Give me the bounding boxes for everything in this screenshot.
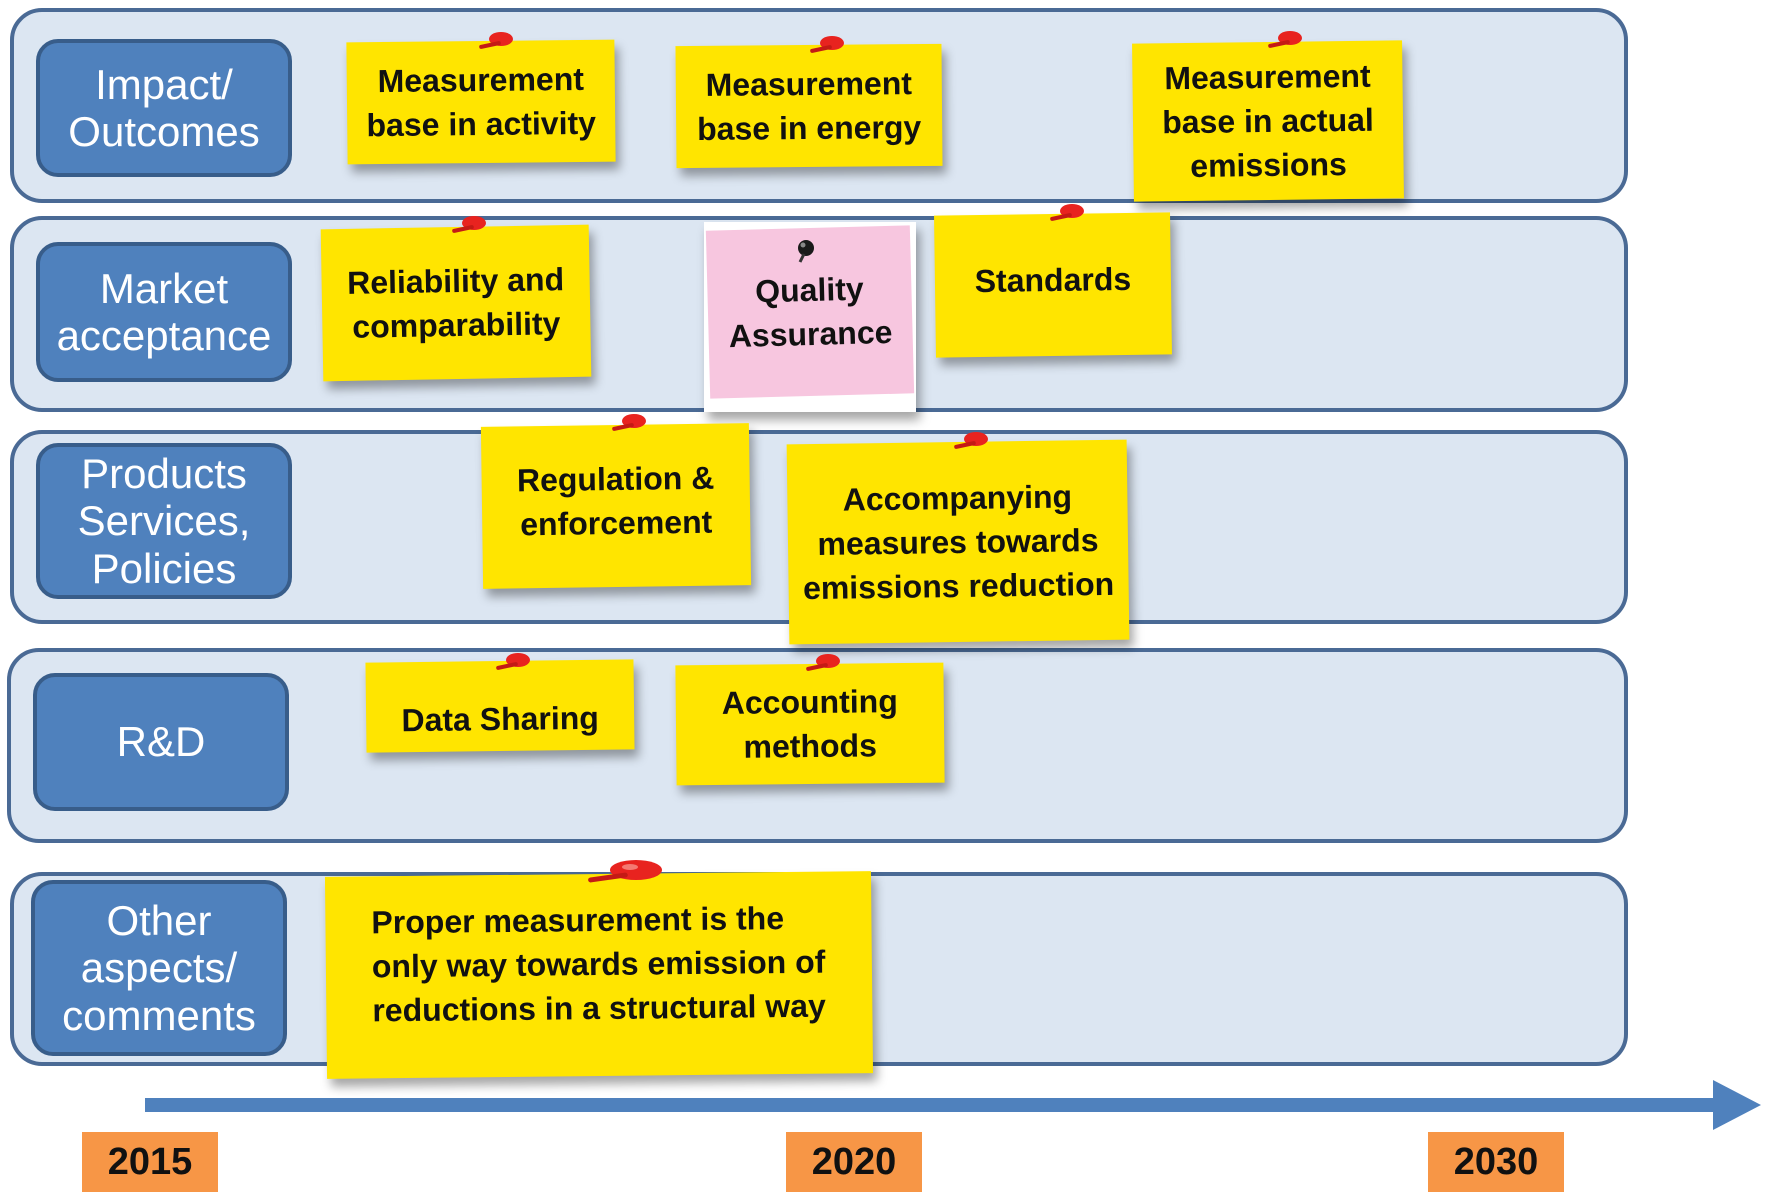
note-proper-measurement: Proper measurement is the only way towar… bbox=[324, 871, 874, 1079]
pushpin-icon bbox=[1268, 31, 1302, 48]
pushpin-icon bbox=[479, 32, 513, 49]
lane-label-rnd: R&D bbox=[33, 673, 289, 811]
note-measurement-base-emissions: Measurement base in actual emissions bbox=[1132, 40, 1404, 202]
note-accounting-methods: Accounting methods bbox=[675, 662, 945, 786]
note-data-sharing: Data Sharing bbox=[365, 659, 635, 753]
year-label-2015: 2015 bbox=[82, 1132, 218, 1192]
note-accompanying-measures: Accompanying measures towards emissions … bbox=[786, 439, 1130, 645]
note-standards: Standards bbox=[934, 212, 1172, 358]
pushpin-icon bbox=[496, 653, 530, 670]
note-measurement-base-energy: Measurement base in energy bbox=[675, 43, 943, 169]
black-pushpin-icon bbox=[798, 240, 814, 263]
note-reliability-comparability: Reliability and comparability bbox=[320, 224, 592, 382]
pushpin-icon bbox=[588, 860, 662, 883]
pushpin-icon bbox=[452, 216, 486, 233]
pushpin-icon bbox=[810, 36, 844, 53]
lane-label-impact-outcomes: Impact/ Outcomes bbox=[36, 39, 292, 177]
timeline-arrow bbox=[145, 1080, 1761, 1130]
year-label-2020: 2020 bbox=[786, 1132, 922, 1192]
pushpin-icon bbox=[954, 432, 988, 449]
year-label-2030: 2030 bbox=[1428, 1132, 1564, 1192]
note-regulation-enforcement: Regulation & enforcement bbox=[480, 423, 752, 589]
lane-label-other-aspects: Other aspects/ comments bbox=[31, 880, 287, 1056]
pushpin-icon bbox=[1050, 204, 1084, 221]
lane-label-market-acceptance: Market acceptance bbox=[36, 242, 292, 382]
pushpin-icon bbox=[806, 654, 840, 671]
pushpin-icon bbox=[612, 414, 646, 431]
lane-label-products-services-policies: Products Services, Policies bbox=[36, 443, 292, 599]
note-measurement-base-activity: Measurement base in activity bbox=[346, 39, 616, 165]
